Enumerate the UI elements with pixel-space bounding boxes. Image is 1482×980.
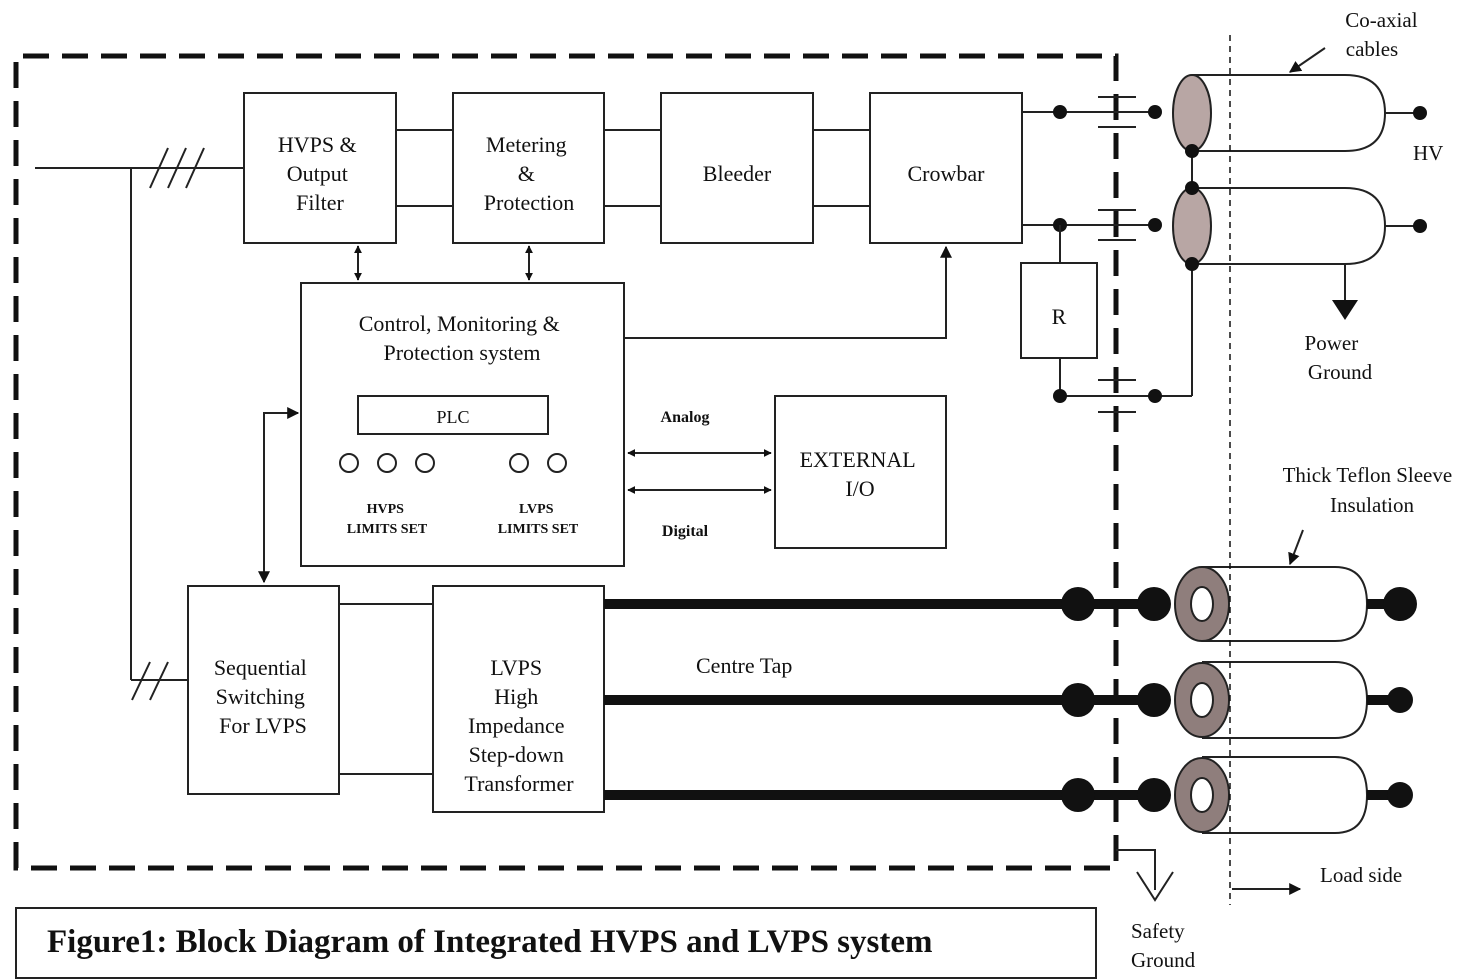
hvps-output-filter-block: HVPS & Output Filter bbox=[243, 92, 397, 244]
plc-label: PLC bbox=[436, 407, 469, 427]
sleeved-cable-1 bbox=[1174, 566, 1417, 642]
control-hvps-link bbox=[354, 245, 533, 281]
coaxial-pointer bbox=[1289, 47, 1326, 73]
hvps-limit-indicators bbox=[339, 453, 435, 473]
digital-label: Digital bbox=[662, 523, 709, 540]
external-io-label: EXTERNAL I/O bbox=[800, 447, 921, 501]
control-monitoring-block: Control, Monitoring & Protection system … bbox=[300, 282, 625, 567]
hvps-block-label: HVPS & Output Filter bbox=[278, 132, 362, 215]
sequential-transformer-connections bbox=[339, 603, 433, 775]
external-io-block: EXTERNAL I/O bbox=[774, 395, 947, 549]
centre-tap-label: Centre Tap bbox=[696, 653, 792, 678]
hvps-chain-connections bbox=[396, 111, 1160, 226]
analog-label: Analog bbox=[661, 409, 710, 426]
coaxial-cable-return bbox=[1172, 181, 1427, 320]
figure-caption: Figure1: Block Diagram of Integrated HVP… bbox=[15, 907, 1097, 979]
sequential-switching-block: Sequential Switching For LVPS bbox=[187, 585, 340, 795]
control-crowbar-link bbox=[624, 245, 952, 339]
load-side-label: Load side bbox=[1320, 863, 1402, 887]
lvps-transformer-block: LVPS High Impedance Step-down Transforme… bbox=[432, 585, 605, 813]
control-block-label: Control, Monitoring & Protection system bbox=[359, 311, 566, 365]
coaxial-cable-hv bbox=[1172, 74, 1427, 158]
bleeder-block: Bleeder bbox=[660, 92, 814, 244]
caption-text: Figure1: Block Diagram of Integrated HVP… bbox=[47, 924, 933, 960]
safety-ground-label: Safety Ground bbox=[1131, 919, 1196, 972]
power-ground-label: Power Ground bbox=[1305, 331, 1373, 384]
lvps-transformer-label: LVPS High Impedance Step-down Transforme… bbox=[464, 655, 574, 796]
teflon-pointer bbox=[1288, 529, 1304, 566]
sleeved-cable-3 bbox=[1174, 756, 1413, 834]
crowbar-block-label: Crowbar bbox=[908, 161, 986, 186]
coaxial-label: Co-axial cables bbox=[1345, 8, 1423, 61]
sleeved-cable-2 bbox=[1174, 661, 1413, 739]
resistor-r: R bbox=[1020, 262, 1098, 359]
metering-protection-block: Metering & Protection bbox=[452, 92, 605, 244]
plc-panel bbox=[357, 395, 549, 435]
bleeder-block-label: Bleeder bbox=[703, 161, 772, 186]
lvps-output-lines: Centre Tap bbox=[604, 587, 1171, 812]
hv-label: HV bbox=[1413, 141, 1443, 165]
sequential-block-label: Sequential Switching For LVPS bbox=[214, 655, 312, 738]
power-ground-arrow bbox=[1332, 300, 1358, 320]
lvps-limit-indicators bbox=[509, 453, 567, 473]
hvps-limits-label: HVPS LIMITS SET bbox=[347, 502, 428, 537]
safety-ground-symbol bbox=[1116, 849, 1174, 902]
crowbar-block: Crowbar bbox=[869, 92, 1023, 244]
lvps-limits-label: LVPS LIMITS SET bbox=[498, 502, 579, 537]
enclosure-boundary bbox=[13, 53, 1119, 871]
resistor-label: R bbox=[1052, 304, 1067, 329]
metering-block-label: Metering & Protection bbox=[484, 132, 574, 215]
control-sequential-link bbox=[258, 407, 300, 584]
mains-input bbox=[35, 147, 244, 701]
analog-digital-links: Analog Digital bbox=[627, 409, 772, 540]
teflon-label: Thick Teflon Sleeve Insulation bbox=[1283, 463, 1458, 517]
hv-connectors bbox=[1053, 96, 1193, 413]
